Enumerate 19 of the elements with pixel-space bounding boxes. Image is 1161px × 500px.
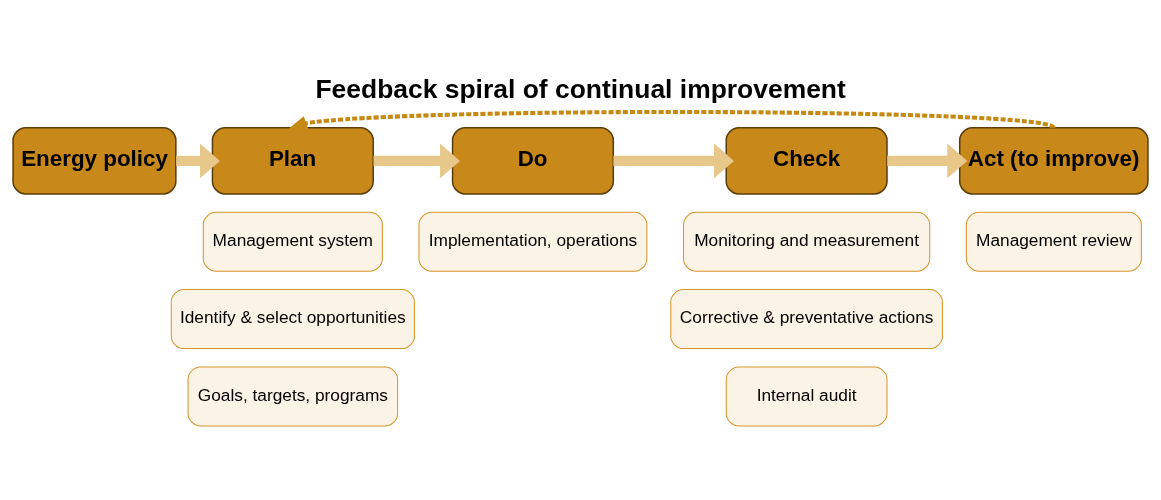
node-box: Check xyxy=(725,127,888,195)
node-box: Management review xyxy=(965,211,1142,272)
arrow xyxy=(176,143,220,179)
diagram-title: Feedback spiral of continual improvement xyxy=(315,74,846,105)
arrow xyxy=(613,143,734,179)
node-box: Plan xyxy=(211,127,374,195)
node-box: Goals, targets, programs xyxy=(187,366,399,427)
node-box: Act (to improve) xyxy=(958,127,1149,195)
arrow xyxy=(373,143,460,179)
node-box: Corrective & preventative actions xyxy=(670,289,943,350)
node-box: Monitoring and measurement xyxy=(683,211,931,272)
arrow xyxy=(287,110,1055,130)
node-box: Implementation, operations xyxy=(418,211,648,272)
arrow xyxy=(887,143,968,179)
node-box: Management system xyxy=(202,211,383,272)
node-box: Energy policy xyxy=(12,127,177,195)
node-box: Identify & select opportunities xyxy=(170,289,415,350)
node-box: Internal audit xyxy=(725,366,888,427)
node-box: Do xyxy=(451,127,615,195)
